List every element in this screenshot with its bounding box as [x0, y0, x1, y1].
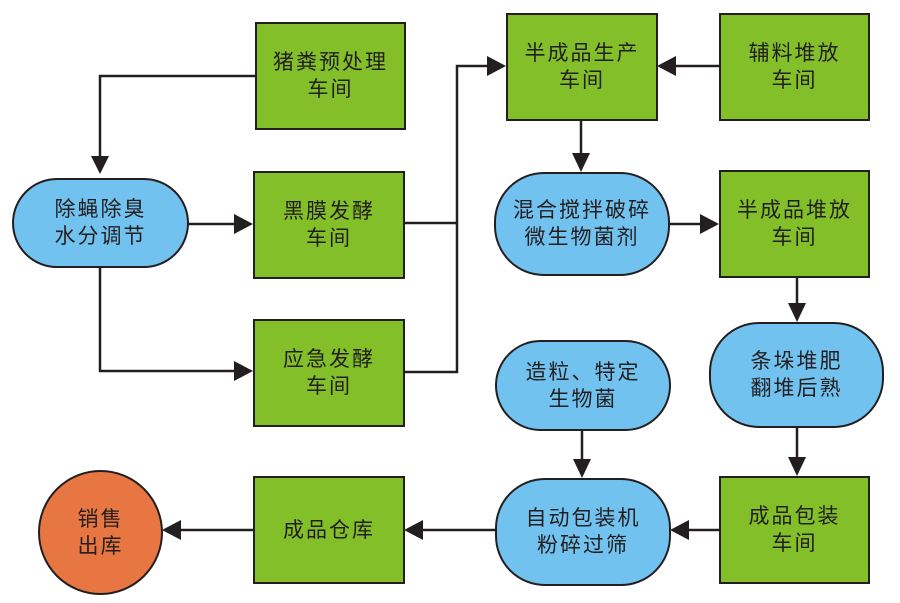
- node-label: 成品仓库: [283, 517, 375, 542]
- arrowhead-left: [404, 520, 423, 540]
- node-black-film-fermentation: 黑膜发酵 车间: [253, 171, 405, 279]
- node-semi-product-storage: 半成品堆放 车间: [719, 170, 870, 278]
- node-mixing-crushing: 混合搅拌破碎 微生物菌剂: [494, 172, 670, 276]
- arrowhead-right: [487, 56, 506, 76]
- edge-pretreatment-to-deodorize: [98, 74, 255, 160]
- node-finished-warehouse: 成品仓库: [253, 476, 405, 584]
- arrowhead-left: [162, 520, 181, 540]
- node-auxiliary-storage: 辅料堆放 车间: [719, 13, 870, 121]
- node-auto-packaging: 自动包装机 粉碎过筛: [495, 478, 671, 586]
- arrowhead-right: [234, 361, 253, 381]
- arrowhead-right: [700, 214, 719, 234]
- edge-deodorize-to-emergency: [98, 267, 236, 373]
- node-sales-outbound: 销售 出库: [38, 470, 163, 595]
- node-label: 半成品生产 车间: [524, 41, 640, 92]
- node-windrow-composting: 条垛堆肥 翻堆后熟: [709, 322, 884, 428]
- node-label: 黑膜发酵 车间: [283, 199, 375, 250]
- node-finished-packaging: 成品包装 车间: [719, 476, 870, 584]
- node-label: 自动包装机 粉碎过筛: [525, 506, 641, 557]
- arrowhead-down: [91, 156, 109, 174]
- node-label: 混合搅拌破碎 微生物菌剂: [513, 198, 651, 249]
- node-label: 半成品堆放 车间: [737, 198, 852, 249]
- node-label: 销售 出库: [77, 506, 124, 558]
- arrowhead-down: [788, 457, 806, 476]
- arrowhead-down: [788, 303, 806, 322]
- node-label: 猪粪预处理 车间: [273, 50, 388, 101]
- node-label: 辅料堆放 车间: [748, 41, 841, 92]
- arrowhead-right: [234, 214, 253, 234]
- node-pig-manure-pretreatment: 猪粪预处理 车间: [255, 22, 406, 130]
- node-granulation: 造粒、特定 生物菌: [495, 340, 671, 431]
- node-label: 造粒、特定 生物菌: [525, 359, 641, 411]
- arrowhead-down: [572, 153, 590, 172]
- node-deodorize-moisture: 除蝇除臭 水分调节: [12, 178, 189, 268]
- arrowhead-left: [670, 520, 689, 540]
- arrowhead-down: [573, 459, 591, 478]
- node-label: 除蝇除臭 水分调节: [54, 197, 147, 248]
- node-label: 应急发酵 车间: [283, 347, 375, 398]
- node-semi-product-production: 半成品生产 车间: [506, 13, 658, 121]
- node-emergency-fermentation: 应急发酵 车间: [253, 319, 405, 427]
- node-label: 条垛堆肥 翻堆后熟: [750, 349, 843, 400]
- arrowhead-left: [657, 56, 676, 76]
- edge-emergency-to-semi-production: [404, 64, 489, 374]
- node-label: 成品包装 车间: [748, 504, 841, 555]
